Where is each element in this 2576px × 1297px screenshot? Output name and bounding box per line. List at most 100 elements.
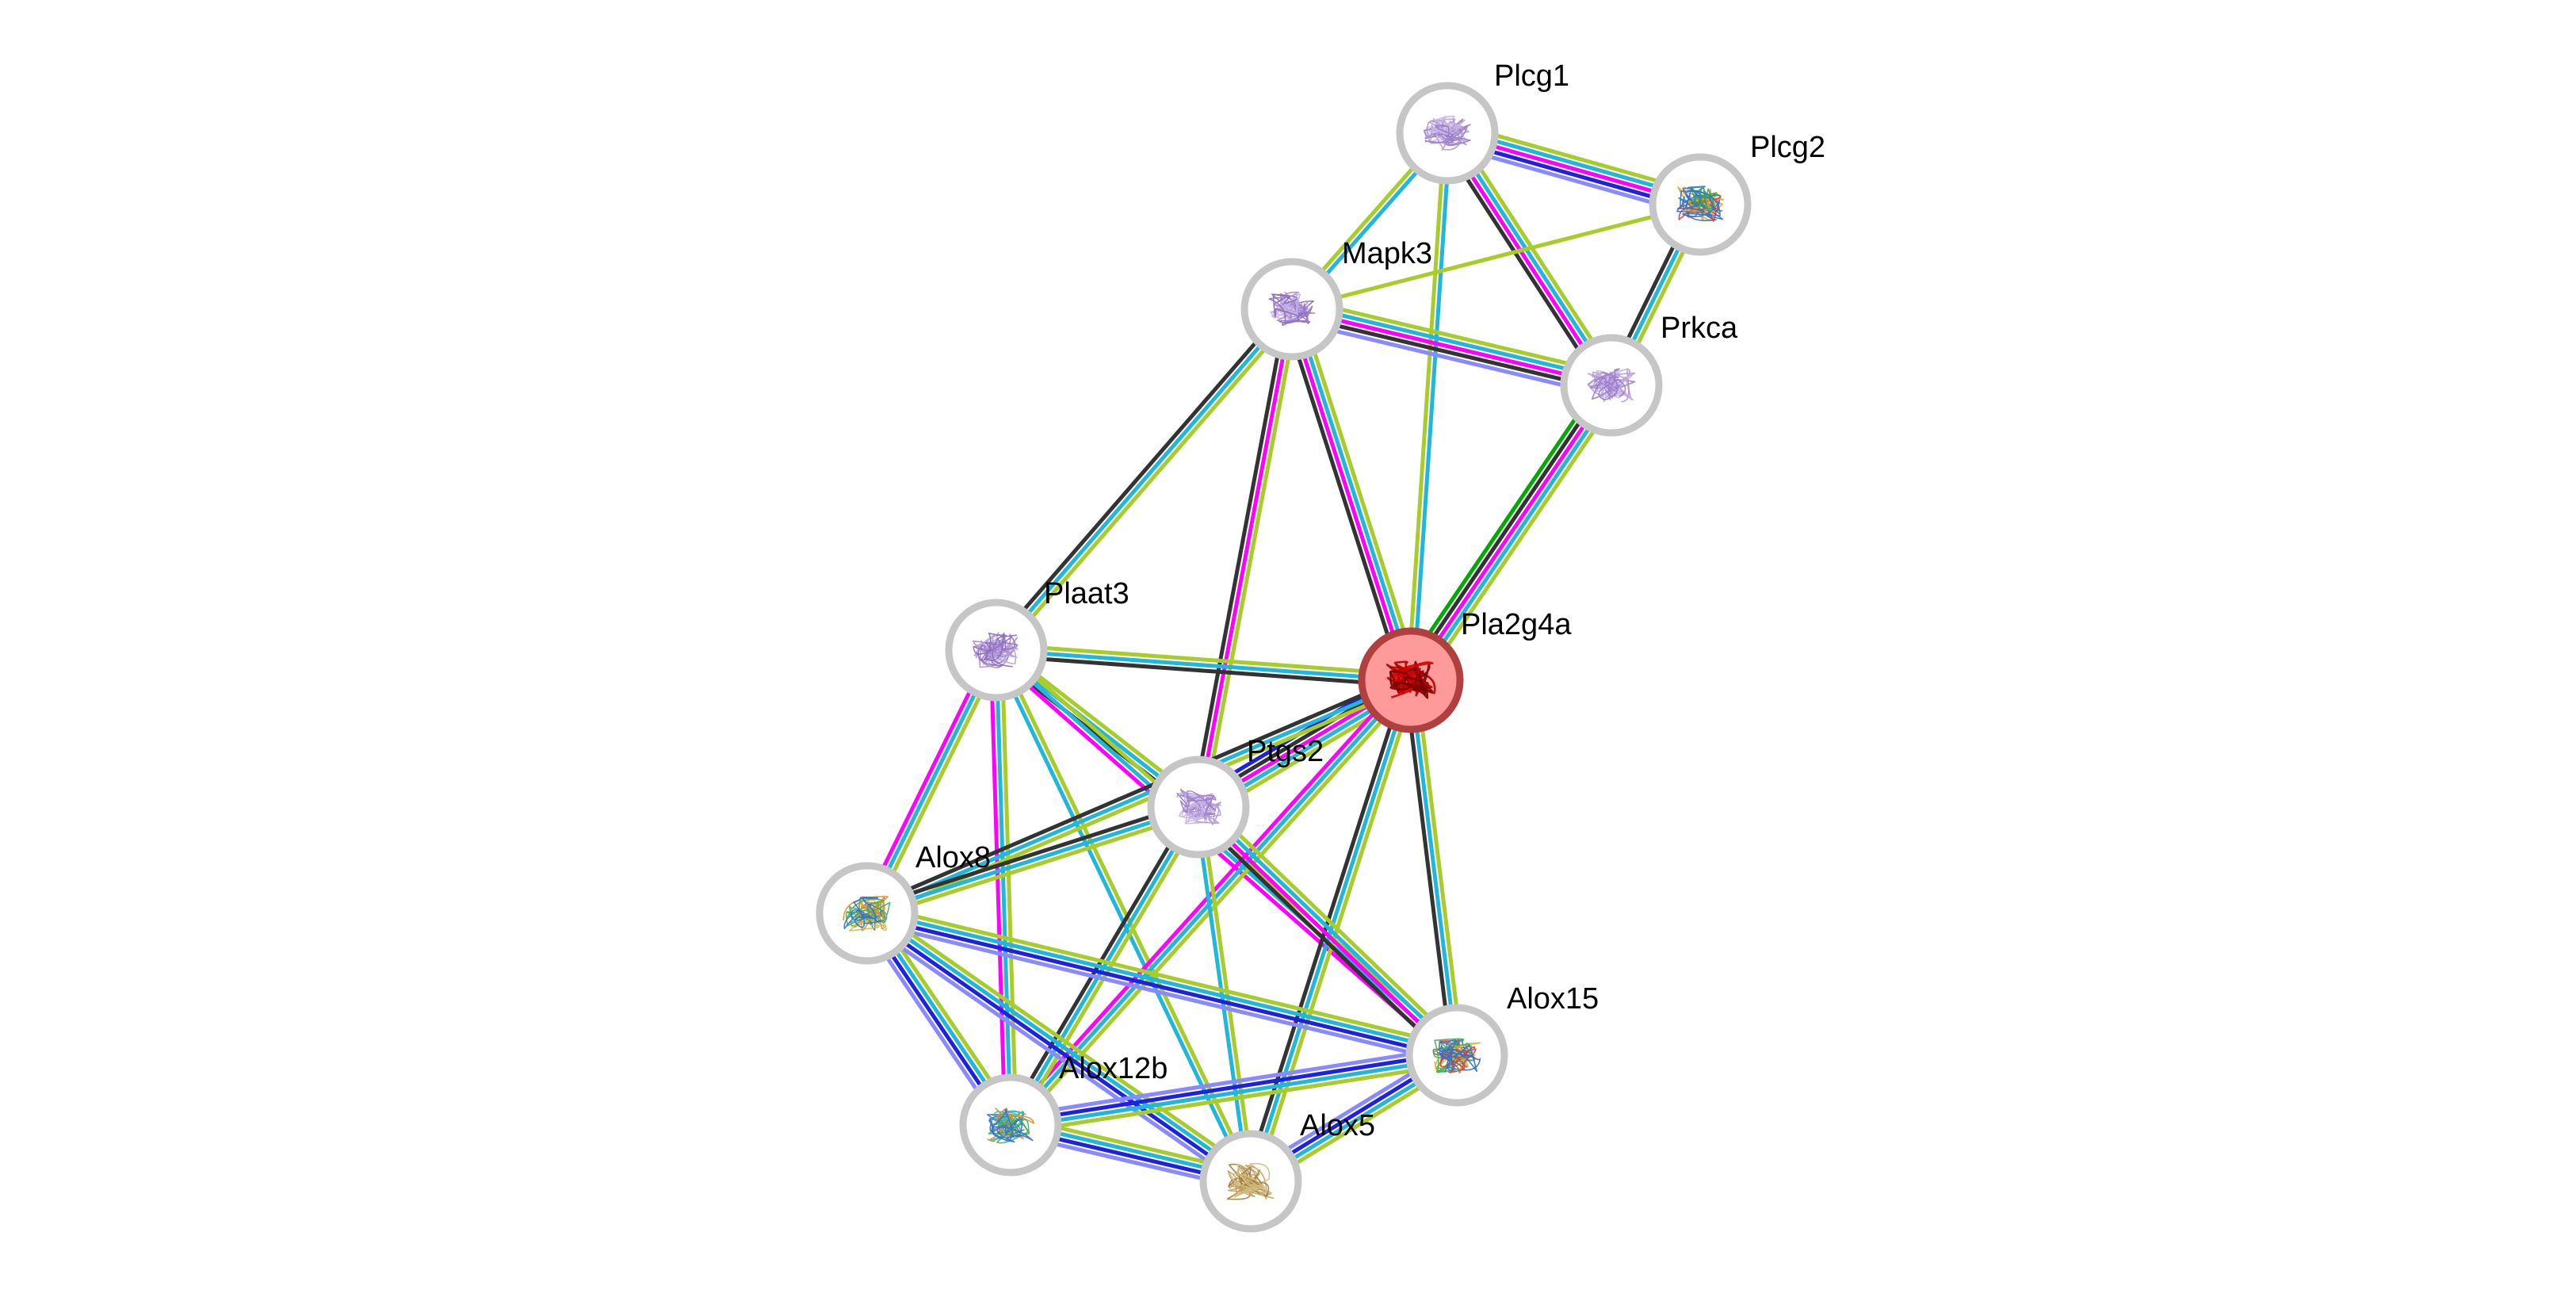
edge-channel-databases [865, 678, 1413, 916]
protein-structure-icon [1676, 186, 1725, 222]
protein-structure-icon [986, 1108, 1035, 1144]
edge-channel-experiments [1287, 308, 1411, 683]
edge-channel-textmining [1406, 131, 1447, 683]
edge-Plcg2-Mapk3[interactable] [1290, 202, 1703, 312]
node-label: Plcg2 [1750, 131, 1825, 164]
edge-channel-databases [1292, 306, 1416, 682]
edge-channel-textmining [869, 904, 1258, 1176]
edge-channel-homology [1007, 1045, 1458, 1119]
edge-channel-textmining [866, 903, 1461, 1050]
edge-channel-textmining [867, 683, 1416, 920]
edge-channel-coexpression [1003, 802, 1196, 1124]
edge-Plaat3-Alox12b[interactable] [988, 648, 1019, 1127]
edge-channel-experiments [988, 648, 1007, 1127]
edge-channel-textmining [1414, 677, 1465, 1057]
edge-channel-coexpression [1243, 676, 1408, 1182]
edge-channel-coexpression [1404, 380, 1609, 679]
edge-channel-textmining [1292, 296, 1616, 377]
edge-channel-experiments [1290, 307, 1614, 388]
edge-Pla2g4a-Alox15[interactable] [1403, 677, 1465, 1058]
edge-channel-textmining [1298, 304, 1421, 680]
edge-channel-databases [1291, 301, 1615, 382]
edge-channel-databases [1408, 678, 1459, 1058]
edge-channel-cooccurrence [863, 913, 1252, 1186]
edge-channel-coexpression [993, 653, 1412, 688]
edge-channel-textmining [866, 810, 1202, 921]
edge-Alox15-Alox12b[interactable] [1007, 1045, 1461, 1135]
node-pla2g4a[interactable]: Pla2g4a [1358, 608, 1572, 733]
edge-channel-coexpression [1288, 312, 1612, 393]
edge-channel-experiments [1196, 307, 1294, 809]
node-alox12b[interactable]: Alox12b [959, 1052, 1168, 1176]
node-plcg1[interactable]: Plcg1 [1396, 59, 1569, 185]
edge-channel-homology [1287, 318, 1611, 399]
node-label: Alox12b [1059, 1052, 1168, 1085]
edge-Mapk3-Prkca[interactable] [1287, 296, 1616, 399]
edge-channel-coexpression [1403, 679, 1454, 1058]
edge-Plaat3-Pla2g4a[interactable] [993, 642, 1414, 688]
edge-channel-databases [1411, 131, 1452, 683]
node-alox5[interactable]: Alox5 [1199, 1109, 1375, 1233]
edge-channel-homology [863, 919, 1458, 1066]
edge-channel-databases [994, 648, 1413, 683]
protein-structure-icon [1176, 789, 1221, 825]
edge-channel-cooccurrence [1007, 1050, 1458, 1125]
edge-channel-databases [1413, 386, 1619, 686]
edge-channel-textmining [1202, 798, 1465, 1051]
node-prkca[interactable]: Prkca [1560, 312, 1738, 437]
edge-Ptgs2-Alox15[interactable] [1191, 798, 1465, 1064]
node-alox15[interactable]: Alox15 [1405, 982, 1599, 1107]
edge-Mapk3-Pla2g4a[interactable] [1282, 304, 1421, 685]
edge-channel-textmining [998, 311, 1298, 656]
node-label: Prkca [1661, 312, 1738, 345]
node-label: Alox15 [1507, 982, 1599, 1016]
edge-Prkca-Pla2g4a[interactable] [1399, 377, 1623, 689]
protein-structure-icon [1268, 291, 1316, 327]
edge-Ptgs2-Alox8[interactable] [863, 799, 1202, 921]
edge-channel-textmining [999, 648, 1019, 1127]
edge-channel-databases [866, 909, 1255, 1181]
edge-channel-textmining [1418, 389, 1623, 689]
edge-channel-neighborhood [1399, 377, 1604, 676]
edge-Mapk3-Plaat3[interactable] [990, 303, 1298, 656]
protein-structure-icon [1423, 115, 1471, 151]
edge-channel-coexpression [863, 799, 1199, 910]
edge-channel-databases [866, 909, 1460, 1055]
node-alox8[interactable]: Alox8 [816, 841, 991, 965]
edge-channel-databases [1198, 802, 1461, 1055]
edges-layer [858, 121, 1707, 1192]
edge-channel-coexpression [990, 303, 1290, 648]
node-plcg2[interactable]: Plcg2 [1649, 131, 1825, 256]
edge-channel-cooccurrence [864, 913, 1458, 1060]
edge-Alox8-Alox15[interactable] [863, 903, 1461, 1066]
edge-Mapk3-Ptgs2[interactable] [1191, 306, 1300, 810]
node-label: Ptgs2 [1247, 735, 1324, 768]
edge-Plcg1-Pla2g4a[interactable] [1406, 131, 1452, 683]
node-label: Alox8 [915, 841, 991, 874]
edge-channel-textmining [1254, 679, 1419, 1185]
edge-channel-databases [994, 307, 1294, 652]
edge-channel-coexpression [1282, 309, 1405, 685]
edge-channel-coexpression [1191, 306, 1289, 809]
node-ptgs2[interactable]: Ptgs2 [1147, 735, 1324, 859]
node-label: Mapk3 [1342, 237, 1432, 270]
edge-channel-coexpression [862, 673, 1411, 911]
edge-channel-homology [860, 918, 1248, 1191]
edge-Alox8-Alox5[interactable] [860, 904, 1258, 1191]
edge-channel-databases [994, 648, 1013, 1127]
node-label: Plcg1 [1494, 59, 1569, 93]
edge-channel-experiments [1408, 383, 1614, 683]
protein-structure-icon [1587, 368, 1636, 403]
edge-channel-databases [992, 649, 1251, 1185]
edge-channel-databases [1009, 1055, 1460, 1130]
node-mapk3[interactable]: Mapk3 [1240, 237, 1432, 361]
protein-structure-icon [973, 632, 1019, 668]
edge-channel-textmining [1202, 308, 1300, 810]
edge-channel-textmining [1198, 805, 1256, 1184]
edge-channel-textmining [995, 642, 1414, 677]
protein-structure-icon [843, 895, 891, 932]
node-plaat3[interactable]: Plaat3 [945, 577, 1129, 702]
edge-channel-databases [865, 805, 1201, 916]
node-label: Pla2g4a [1461, 608, 1572, 641]
